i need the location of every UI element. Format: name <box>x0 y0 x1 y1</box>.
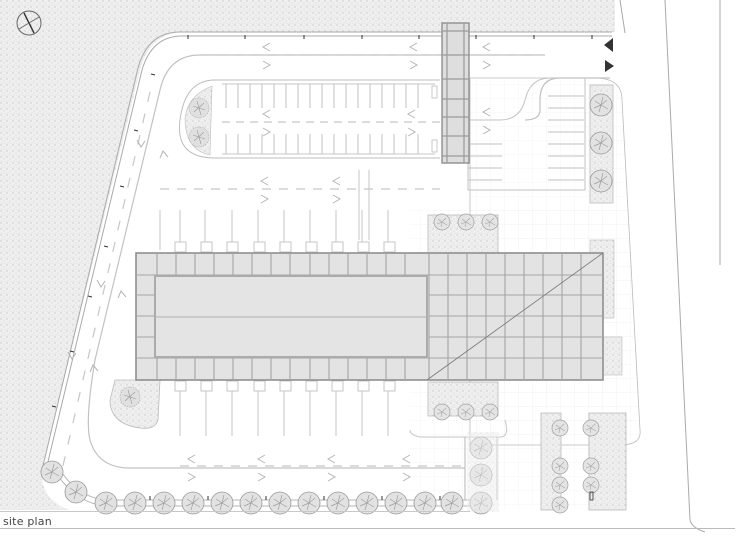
north-parking-lot <box>178 79 440 159</box>
caption-rule-top <box>0 511 470 512</box>
covered-walkway <box>441 22 470 164</box>
entry-arrow-in <box>604 38 613 52</box>
building-footprint <box>135 252 604 381</box>
ground-west <box>0 0 615 510</box>
drawing-title: site plan <box>3 515 52 528</box>
north-arrow-icon <box>16 10 42 36</box>
entry-arrow-out <box>605 60 614 72</box>
east-parking-lot <box>467 77 586 191</box>
caption-rule <box>0 528 735 529</box>
